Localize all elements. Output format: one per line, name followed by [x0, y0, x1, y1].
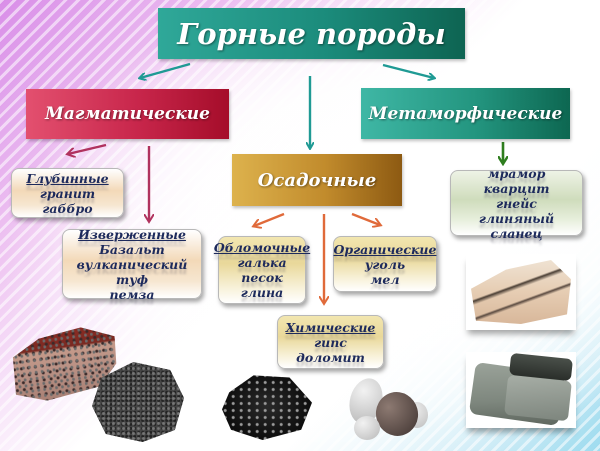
- metamorphic-card: мрамор кварцит гнейс глиняный сланец: [450, 166, 583, 241]
- volcanic-item: Базальт: [99, 241, 165, 257]
- volcanic-header: Изверженные: [78, 226, 186, 242]
- sedimentary-label: Осадочные: [257, 169, 377, 191]
- volcanic-item: пемза: [109, 286, 155, 302]
- metamorphic-item: глиняный сланец: [478, 210, 555, 241]
- clastic-header: Обломочные: [213, 240, 311, 255]
- organic-header: Органические: [333, 241, 437, 257]
- plutonic-header: Глубинные: [26, 170, 109, 186]
- organic-card: Органические уголь мел: [333, 236, 437, 292]
- plutonic-card: Глубинные гранит габбро: [11, 168, 124, 218]
- chemical-card: Химические гипс доломит: [277, 315, 384, 369]
- plutonic-item: гранит: [39, 185, 96, 201]
- volcanic-card: Изверженные Базальт вулканический туф пе…: [62, 226, 202, 302]
- metamorphic-item: гнейс: [496, 195, 537, 211]
- clastic-item: галька: [237, 255, 287, 270]
- arrow-sedimentary-to-organic: [351, 212, 380, 225]
- magmatic-box: Магматические: [26, 89, 229, 139]
- arrow-title-to-metamorphic: [382, 63, 434, 78]
- arrow-sedimentary-to-clastic: [254, 212, 285, 226]
- volcanic-item: вулканический туф: [76, 256, 188, 287]
- plutonic-item: габбро: [42, 200, 93, 216]
- clastic-item: песок: [241, 270, 283, 285]
- magmatic-label: Магматические: [45, 104, 210, 124]
- slate-photo: [466, 352, 576, 428]
- sedimentary-box: Осадочные: [232, 154, 402, 206]
- metamorphic-box: Метаморфические: [361, 88, 570, 139]
- marble-stone: [471, 260, 571, 324]
- marble-photo: [466, 254, 576, 330]
- arrow-magmatic-to-plutonic: [68, 143, 107, 154]
- title-box: Горные породы: [158, 8, 465, 59]
- metamorphic-item: мрамор: [487, 165, 546, 181]
- slate-slab: [504, 374, 572, 422]
- clastic-card: Обломочные галька песок глина: [214, 236, 310, 304]
- chemical-header: Химические: [285, 319, 376, 335]
- chemical-item: доломит: [296, 349, 365, 365]
- pumice-rock-image: [92, 362, 184, 442]
- metamorphic-label: Метаморфические: [368, 103, 563, 124]
- arrow-title-to-magmatic: [140, 62, 191, 78]
- page-title: Горные породы: [177, 16, 446, 51]
- metamorphic-item: кварцит: [483, 180, 550, 196]
- pebble-light: [354, 416, 380, 440]
- chemical-item: гипс: [314, 334, 347, 350]
- organic-item: мел: [370, 271, 400, 287]
- organic-item: уголь: [364, 256, 406, 272]
- clastic-item: глина: [240, 285, 284, 300]
